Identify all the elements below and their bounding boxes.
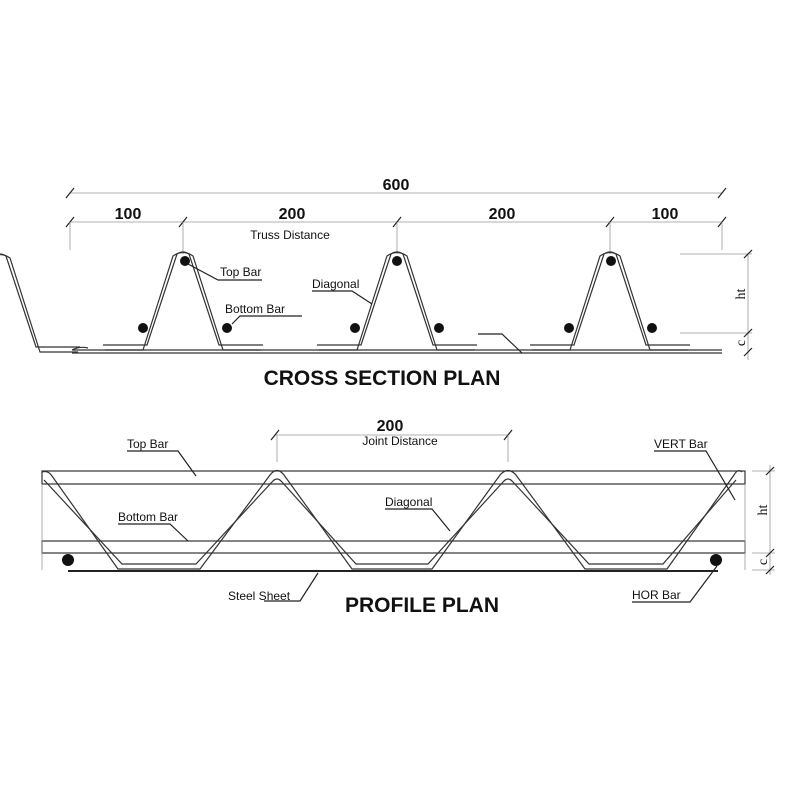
cross-section-dimensions: 600 100 200 200 100 Truss Distance xyxy=(65,177,727,254)
top-bar xyxy=(41,470,746,485)
top-bar-label: Top Bar xyxy=(127,437,168,451)
diagonal-label: Diagonal xyxy=(385,495,432,509)
hor-bar-label: HOR Bar xyxy=(632,588,681,602)
cross-section-labels: Top Bar Bottom Bar Diagonal ht c CROSS S… xyxy=(187,249,753,390)
cross-section-title: CROSS SECTION PLAN xyxy=(264,367,501,390)
joint-distance-value: 200 xyxy=(377,418,404,435)
diagonal-label: Diagonal xyxy=(312,277,359,291)
segment-label: 100 xyxy=(652,206,679,223)
diagonal-zigzag xyxy=(41,469,743,570)
vert-bar-label: VERT Bar xyxy=(654,437,708,451)
bottom-bar xyxy=(41,540,746,554)
segment-label: 200 xyxy=(489,206,516,223)
cover-symbol: c xyxy=(734,340,749,346)
top-bar-label: Top Bar xyxy=(220,265,261,279)
height-symbol: ht xyxy=(756,504,771,515)
hor-bar-dot xyxy=(62,554,74,566)
height-symbol: ht xyxy=(734,288,749,299)
truss-distance-label: Truss Distance xyxy=(250,228,330,242)
cover-symbol: c xyxy=(756,559,771,565)
bottom-bar-label: Bottom Bar xyxy=(225,302,285,316)
cross-section-trusses xyxy=(0,251,722,354)
joint-distance-label: Joint Distance xyxy=(362,434,438,448)
profile-drawing: 200 Joint Distance xyxy=(41,418,746,572)
steel-sheet-label: Steel Sheet xyxy=(228,589,291,603)
truss xyxy=(0,253,80,353)
bottom-bar-label: Bottom Bar xyxy=(118,510,178,524)
segment-label: 200 xyxy=(279,206,306,223)
profile-title: PROFILE PLAN xyxy=(345,594,499,617)
bar-dots xyxy=(138,256,657,333)
segment-label: 100 xyxy=(115,206,142,223)
total-width-label: 600 xyxy=(383,177,410,194)
hor-bar-dot xyxy=(710,554,722,566)
profile-labels: Top Bar Bottom Bar Diagonal VERT Bar Ste… xyxy=(118,437,775,617)
